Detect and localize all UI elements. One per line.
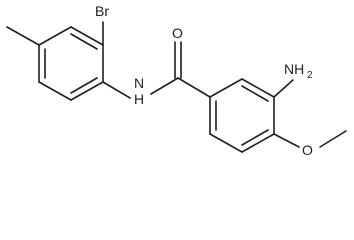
bromine-label: Br xyxy=(95,3,109,19)
amine-subscript: 2 xyxy=(307,70,313,81)
methoxy-methyl-bond xyxy=(319,130,347,148)
carbonyl-oxygen-label: O xyxy=(172,25,183,41)
carbonyl-aryl-bond xyxy=(177,77,211,98)
methoxy-oxygen-label: O xyxy=(302,142,313,158)
double-bond-inner xyxy=(70,77,98,94)
amine-label: NH xyxy=(284,61,304,77)
methyl-bond xyxy=(6,26,40,46)
right-benzene-ring xyxy=(209,78,275,153)
bond xyxy=(241,133,275,153)
bond xyxy=(241,78,275,98)
bond xyxy=(209,78,243,98)
bond xyxy=(209,133,243,153)
chemical-structure: Br O N H NH 2 O xyxy=(6,3,347,158)
double-bond-inner xyxy=(241,129,269,146)
amide-hydrogen-label: H xyxy=(134,91,144,107)
bond xyxy=(38,26,72,46)
amide-nitrogen-label: N xyxy=(134,75,144,91)
bond xyxy=(70,81,104,101)
double-bond-inner xyxy=(70,33,98,50)
methoxy-oxygen-bond xyxy=(273,133,300,148)
double-bond-inner xyxy=(241,85,269,102)
left-benzene-ring xyxy=(38,26,104,101)
amide-bond xyxy=(150,77,179,95)
bond xyxy=(38,81,72,101)
bond xyxy=(70,26,104,46)
amine-bond xyxy=(273,79,294,98)
aryl-nitrogen-bond xyxy=(102,81,131,99)
